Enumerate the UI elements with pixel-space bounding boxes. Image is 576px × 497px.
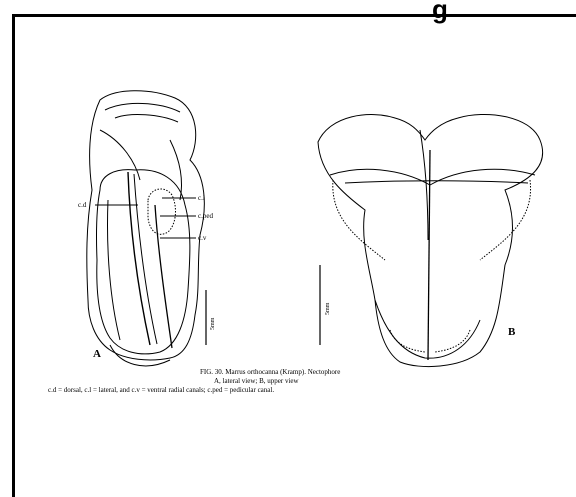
panel-a-drawing <box>87 91 206 366</box>
label-c-v: c.v <box>198 234 206 242</box>
label-c-ped: c.ped <box>198 212 213 220</box>
figure-caption-title: FIG. 30. Marrus orthocanna (Kramp). Nect… <box>200 368 340 376</box>
figure-caption-views: A, lateral view; B, upper view <box>214 377 299 385</box>
scale-bar-a-label: 5mm <box>210 318 216 330</box>
nectophore-illustration <box>0 0 576 481</box>
figure-caption-legend: c.d = dorsal, c.l = lateral, and c.v = v… <box>48 386 274 394</box>
panel-label-a: A <box>93 348 101 360</box>
scale-bar-b-label: 5mm <box>325 303 331 315</box>
panel-label-b: B <box>508 326 515 338</box>
label-c-l: c.l <box>198 194 205 202</box>
label-c-d: c.d <box>78 201 86 209</box>
